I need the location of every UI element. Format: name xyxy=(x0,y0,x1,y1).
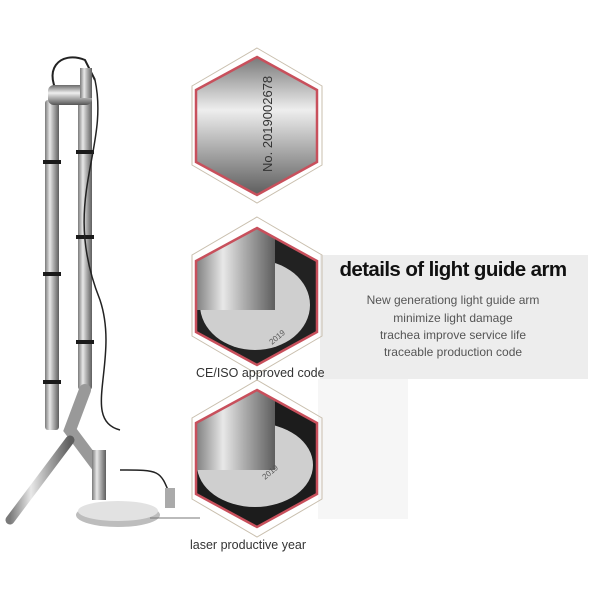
details-panel xyxy=(320,255,588,379)
detail-line: traceable production code xyxy=(383,345,523,359)
detail-line: minimize light damage xyxy=(393,311,513,325)
hex-detail-ce-iso-code: 2019 xyxy=(191,216,323,375)
caption-ce-iso: CE/ISO approved code xyxy=(196,366,325,380)
light-guide-arm-device xyxy=(5,56,200,527)
detail-line: trachea improve service life xyxy=(379,328,527,342)
caption-production-year: laser productive year xyxy=(190,538,307,552)
hex-detail-production-year: 2019 xyxy=(191,379,323,538)
hex-detail-serial-code: No. 2019002678 xyxy=(191,47,323,204)
background-panel-lower xyxy=(318,379,408,519)
details-title: details of light guide arm xyxy=(339,258,567,281)
detail-line: New generationg light guide arm xyxy=(366,293,540,307)
serial-code-mark: No. 2019002678 xyxy=(260,76,275,172)
